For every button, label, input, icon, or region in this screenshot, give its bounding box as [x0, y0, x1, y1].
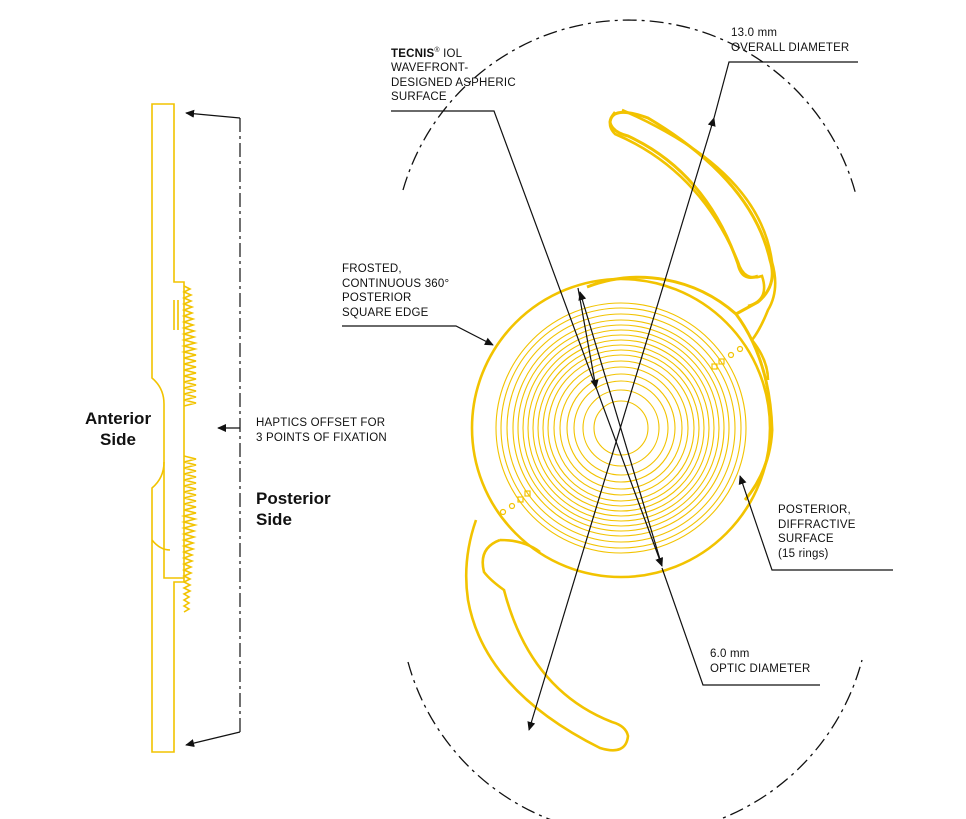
overall-diameter-circle	[402, 19, 863, 819]
posterior-line1: Posterior	[256, 489, 331, 508]
side-view-lens	[151, 103, 199, 753]
optic-diameter-caption: OPTIC DIAMETER	[710, 662, 811, 675]
diffractive-line2: DIFFRACTIVE	[778, 518, 856, 531]
frosted-line4: SQUARE EDGE	[342, 306, 429, 319]
lower-haptic	[464, 519, 630, 752]
leader-lines	[342, 61, 893, 731]
haptics-line2: 3 POINTS OF FIXATION	[256, 431, 387, 444]
frosted-line3: POSTERIOR	[342, 292, 412, 304]
diffractive-line4: (15 rings)	[778, 547, 829, 560]
aspheric-line4: SURFACE	[391, 91, 447, 104]
optic-diameter-value: 6.0 mm	[710, 648, 750, 660]
aspheric-line1: IOL	[439, 47, 463, 60]
optic-diameter-line	[578, 291, 663, 567]
side-dimension-line	[185, 109, 241, 748]
frosted-line2: CONTINUOUS 360°	[342, 277, 450, 290]
frosted-leader	[342, 325, 494, 346]
diffractive-leader	[738, 475, 893, 571]
registered-mark: ®	[434, 47, 440, 54]
posterior-side-label: Posterior Side	[256, 488, 331, 530]
anterior-line2: Side	[100, 430, 136, 449]
aspheric-leader	[391, 110, 663, 567]
overall-diameter-value: 13.0 mm	[731, 27, 778, 39]
anterior-side-label: Anterior Side	[84, 408, 152, 450]
optic-diameter-label: 6.0 mm OPTIC DIAMETER	[710, 647, 811, 676]
diffractive-line1: POSTERIOR,	[778, 504, 851, 516]
haptics-offset-label: HAPTICS OFFSET FOR 3 POINTS OF FIXATION	[256, 416, 387, 445]
frosted-edge-label: FROSTED, CONTINUOUS 360° POSTERIOR SQUAR…	[342, 262, 449, 320]
overall-diameter-line	[527, 117, 716, 731]
brand-name: TECNIS	[391, 47, 435, 60]
aspheric-line2: WAVEFRONT-	[391, 62, 469, 75]
aspheric-line3: DESIGNED ASPHERIC	[391, 76, 516, 89]
anterior-line1: Anterior	[84, 409, 152, 428]
frosted-line1: FROSTED,	[342, 263, 402, 275]
diffractive-surface-label: POSTERIOR, DIFFRACTIVE SURFACE (15 rings…	[778, 503, 856, 561]
overall-diameter-caption: OVERALL DIAMETER	[731, 41, 850, 54]
serrated-posterior-edge	[180, 285, 199, 407]
diffractive-line3: SURFACE	[778, 533, 834, 545]
posterior-line2: Side	[256, 510, 292, 529]
aspheric-surface-label: TECNIS® IOL WAVEFRONT- DESIGNED ASPHERIC…	[391, 44, 516, 105]
haptics-line1: HAPTICS OFFSET FOR	[256, 417, 386, 429]
overall-diameter-label: 13.0 mm OVERALL DIAMETER	[731, 26, 849, 55]
